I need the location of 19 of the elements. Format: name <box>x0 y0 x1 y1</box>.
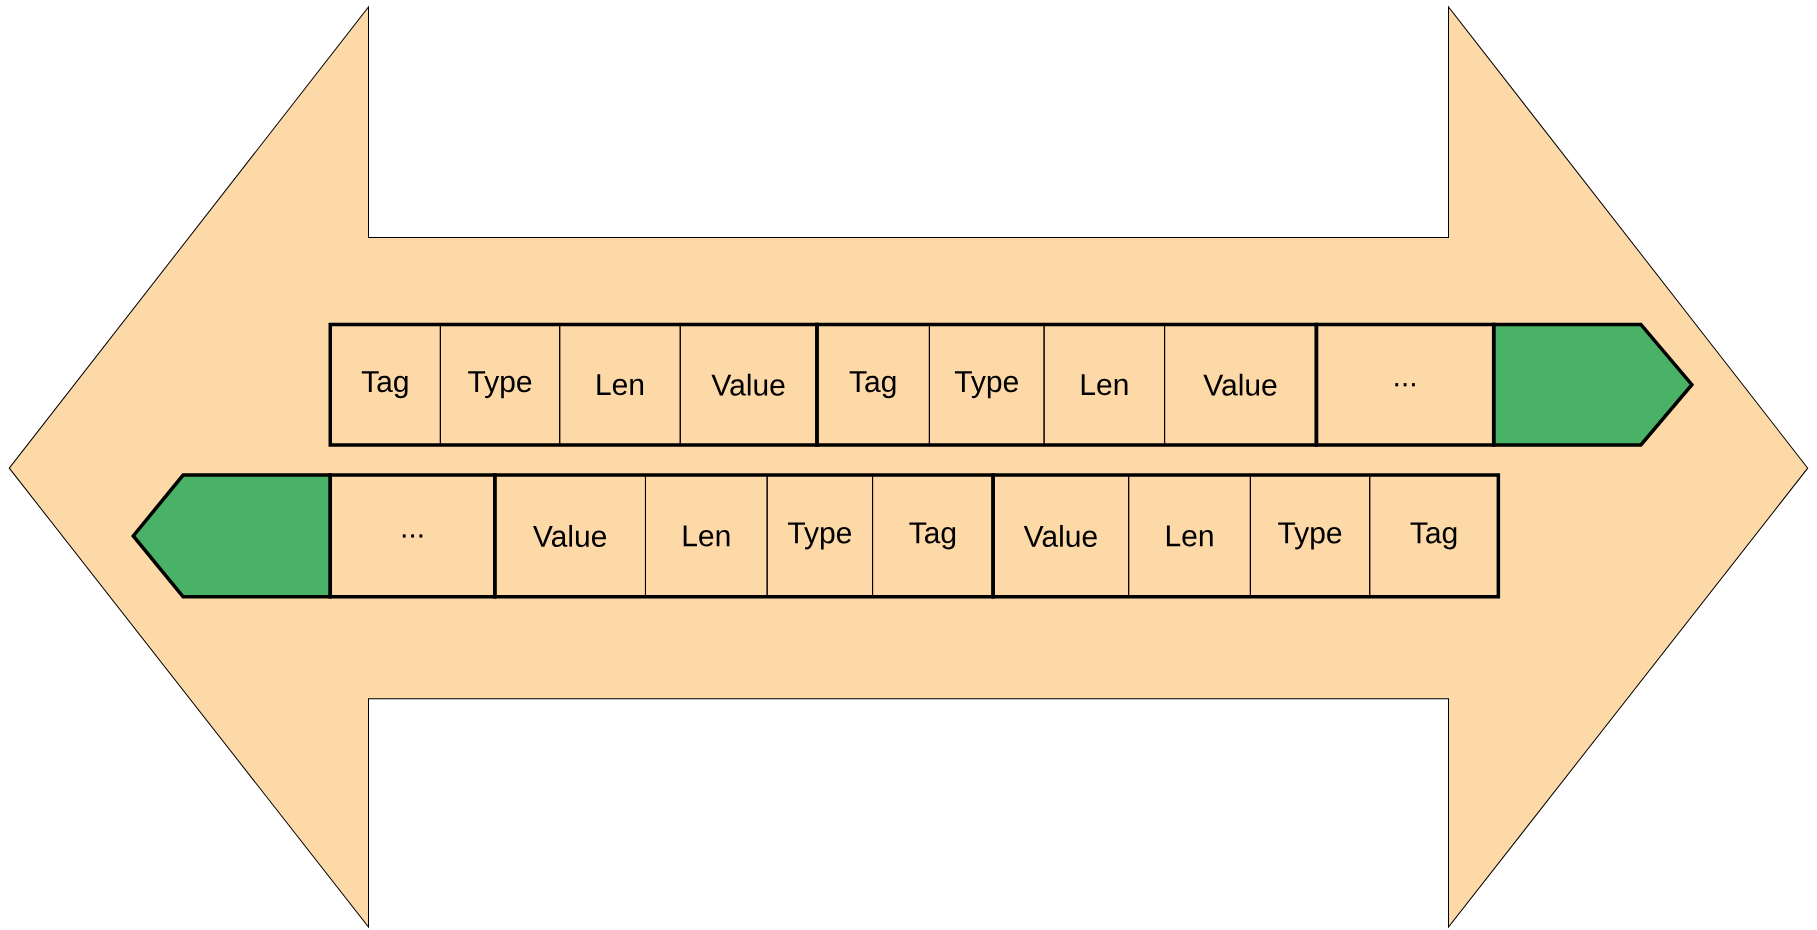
field-cell: Len <box>1043 323 1166 446</box>
field-cell: Tag <box>872 474 994 598</box>
node-label: Value <box>1023 524 1097 547</box>
field-cell: Type <box>766 474 874 598</box>
field-cell: Type <box>439 323 561 446</box>
field-cell: Type <box>1249 474 1371 598</box>
node-label: Tag <box>361 371 408 399</box>
field-cell: Len <box>644 474 768 598</box>
field-cell: Len <box>559 323 681 446</box>
field-cell: Value <box>679 323 818 446</box>
field-cell: Len <box>1128 474 1251 598</box>
node-label: Tag <box>849 371 896 399</box>
node-label: ... <box>1395 383 1415 387</box>
node-label: ... <box>402 534 423 538</box>
field-cell: Value <box>1164 323 1317 446</box>
node-label: Value <box>533 524 607 547</box>
double-arrow <box>8 6 1809 928</box>
field-cell: Type <box>928 323 1045 446</box>
field-cell: Tag <box>1369 474 1499 598</box>
